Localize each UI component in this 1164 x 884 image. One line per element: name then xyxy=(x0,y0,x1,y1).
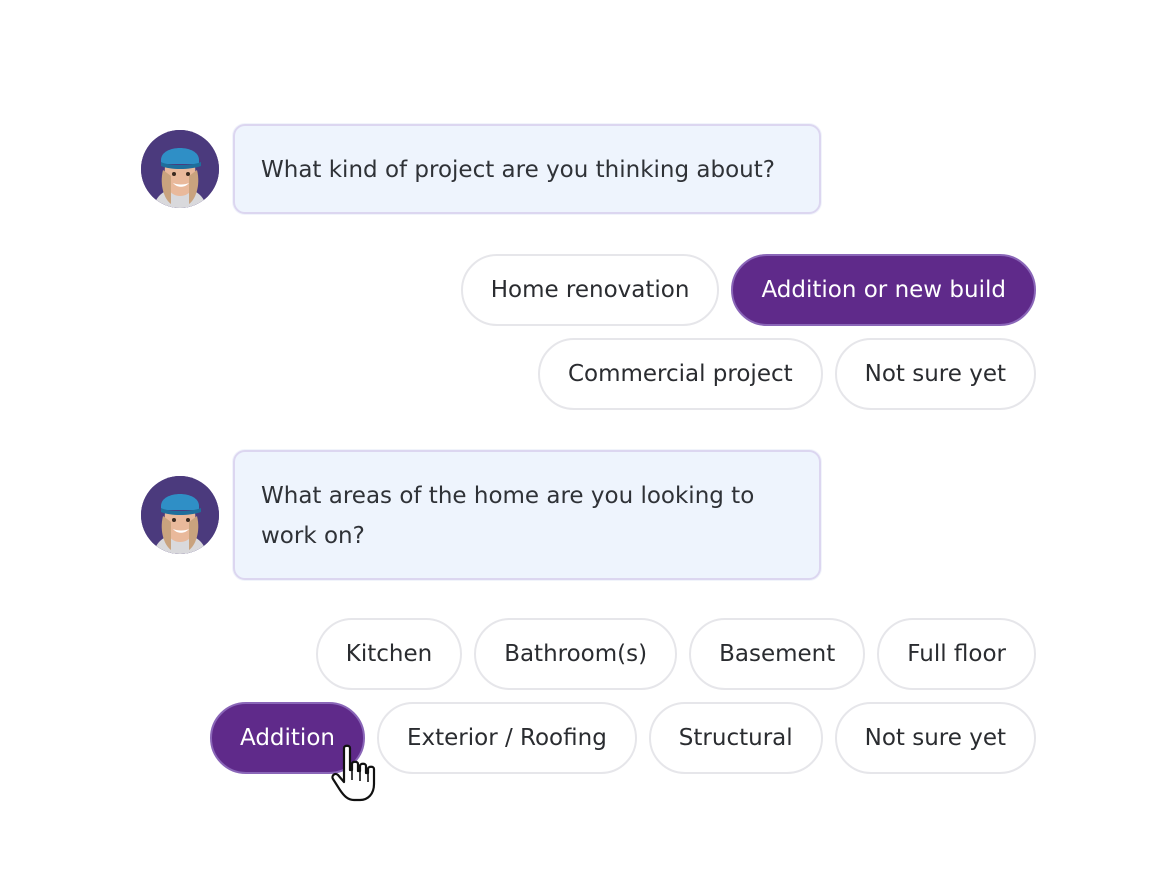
option-chip-kitchen[interactable]: Kitchen xyxy=(315,618,463,690)
options-row: Kitchen Bathroom(s) Basement Full floor xyxy=(315,618,1036,690)
person-avatar-icon xyxy=(141,130,219,208)
option-chip-home-renovation[interactable]: Home renovation xyxy=(460,254,720,326)
option-chip-full-floor[interactable]: Full floor xyxy=(877,618,1036,690)
question-bubble: What areas of the home are you looking t… xyxy=(233,450,821,580)
question-text: What kind of project are you thinking ab… xyxy=(261,157,775,183)
options-row: Addition Exterior / Roofing Structural N… xyxy=(210,702,1036,774)
options-group: Kitchen Bathroom(s) Basement Full floor … xyxy=(210,618,1036,774)
hand-pointer-icon xyxy=(330,744,386,804)
question-text: What areas of the home are you looking t… xyxy=(261,483,755,549)
question-bubble: What kind of project are you thinking ab… xyxy=(233,124,821,214)
option-chip-structural[interactable]: Structural xyxy=(648,702,823,774)
option-chip-bathrooms[interactable]: Bathroom(s) xyxy=(474,618,678,690)
option-chip-not-sure-yet[interactable]: Not sure yet xyxy=(834,702,1036,774)
option-chip-addition[interactable]: Addition xyxy=(210,702,365,774)
options-group: Home renovation Addition or new build Co… xyxy=(460,254,1036,410)
option-chip-exterior-roofing[interactable]: Exterior / Roofing xyxy=(376,702,637,774)
option-chip-not-sure-yet[interactable]: Not sure yet xyxy=(834,338,1036,410)
options-row: Home renovation Addition or new build xyxy=(460,254,1036,326)
option-chip-addition-or-new-build[interactable]: Addition or new build xyxy=(731,254,1036,326)
option-chip-basement[interactable]: Basement xyxy=(689,618,866,690)
option-chip-commercial-project[interactable]: Commercial project xyxy=(537,338,823,410)
person-avatar-icon xyxy=(141,476,219,554)
options-row: Commercial project Not sure yet xyxy=(537,338,1036,410)
